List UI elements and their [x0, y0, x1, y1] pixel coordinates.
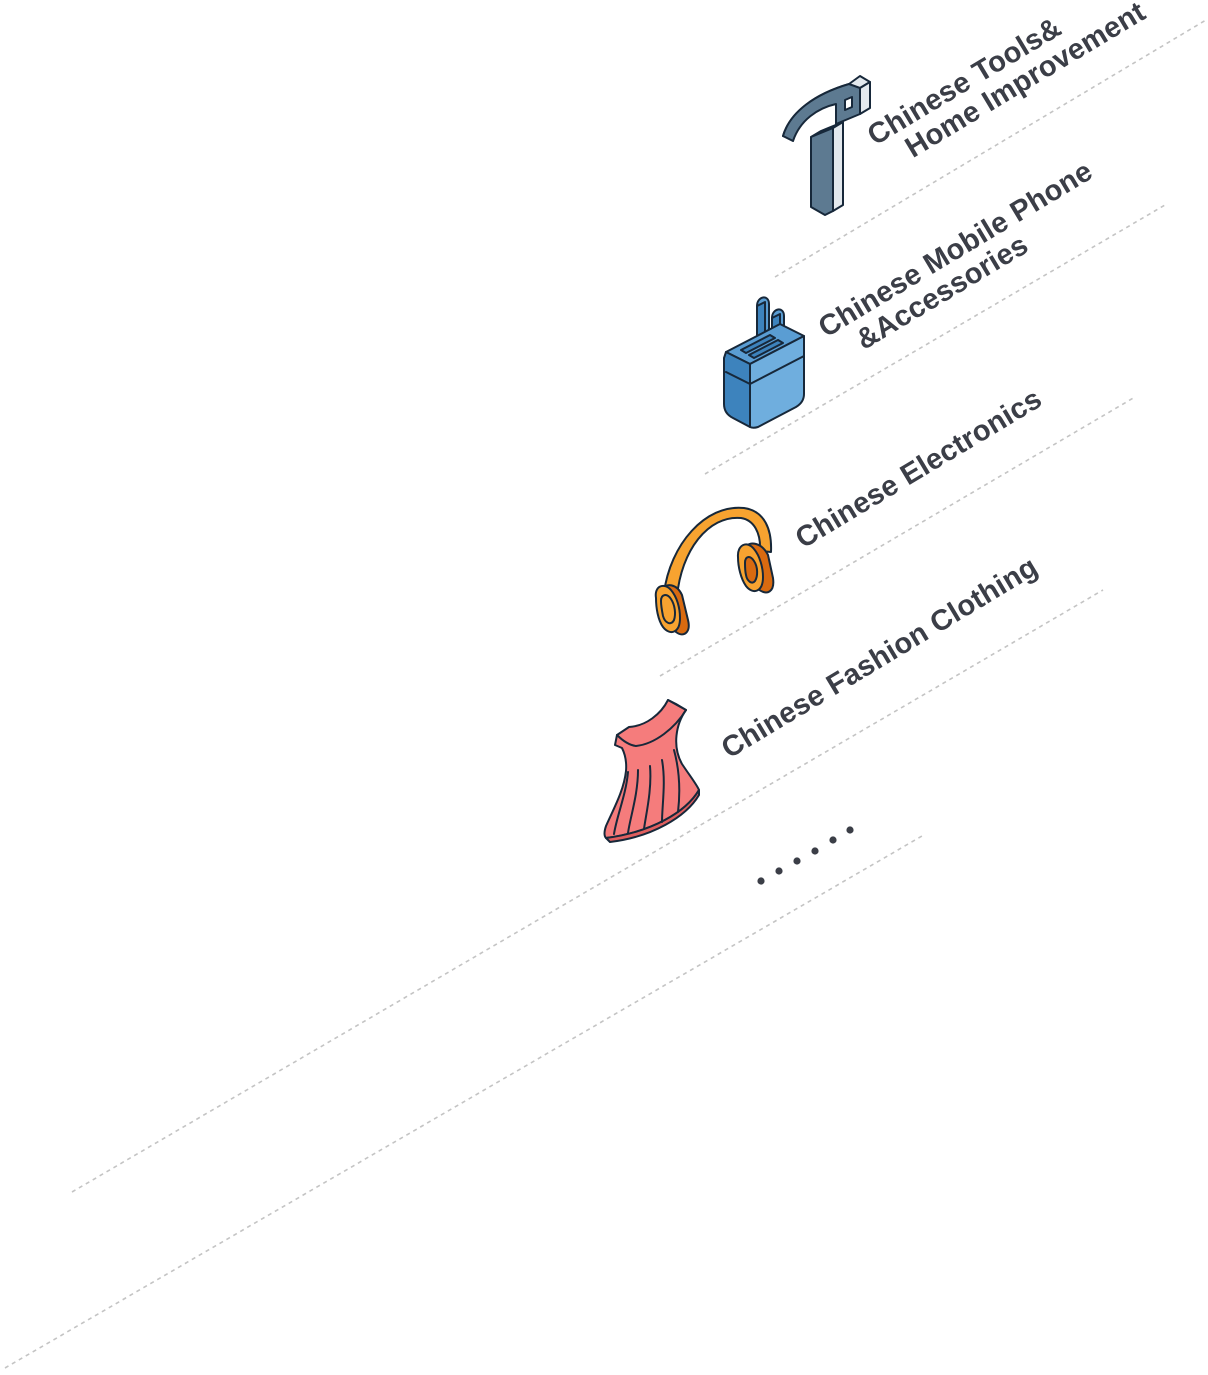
- charger-seam: [725, 355, 805, 385]
- hammer-claw-notch: [844, 96, 853, 111]
- label-electronics: Chinese Electronics: [790, 383, 1047, 555]
- guide-line-1: [774, 19, 1207, 278]
- dot-2: [775, 867, 783, 875]
- dress-neckline: [616, 709, 687, 747]
- hammer-icon: [782, 75, 871, 216]
- phone-charger-icon: [723, 296, 805, 429]
- hammer-head-back: [859, 81, 871, 115]
- label-tools: Chinese Tools& Home Improvement: [862, 0, 1151, 164]
- dot-4: [811, 847, 819, 855]
- label-electronics-line-1: Chinese Electronics: [790, 383, 1047, 555]
- dot-3: [793, 857, 801, 865]
- guide-line-2: [704, 204, 1166, 475]
- ellipsis-dots-icon: [757, 826, 854, 885]
- dot-5: [829, 836, 837, 844]
- charger-slot-1: [740, 334, 776, 354]
- charger-body-left: [723, 351, 751, 428]
- headphones-icon: [654, 506, 775, 636]
- label-mobile-line-1: Chinese Mobile Phone: [813, 155, 1098, 344]
- charger-slot-2: [748, 339, 784, 359]
- guide-line-3: [659, 396, 1136, 677]
- label-mobile: Chinese Mobile Phone &Accessories: [813, 155, 1098, 356]
- hammer-handle-front: [810, 127, 834, 216]
- guide-lines: [4, 19, 1207, 1369]
- dot-1: [757, 877, 765, 885]
- headphones-pad-right: [744, 556, 759, 584]
- dot-6: [846, 826, 854, 834]
- hammer-handle-right: [832, 121, 844, 212]
- charger-body-right: [749, 335, 805, 429]
- guide-line-4: [71, 589, 1104, 1193]
- hammer-head-front: [782, 83, 861, 142]
- guide-line-5: [4, 835, 923, 1369]
- dress-icon: [603, 699, 700, 843]
- dress-pleats: [613, 749, 681, 835]
- dress-hem-underside: [605, 789, 700, 843]
- headphones-pad-left: [660, 594, 676, 625]
